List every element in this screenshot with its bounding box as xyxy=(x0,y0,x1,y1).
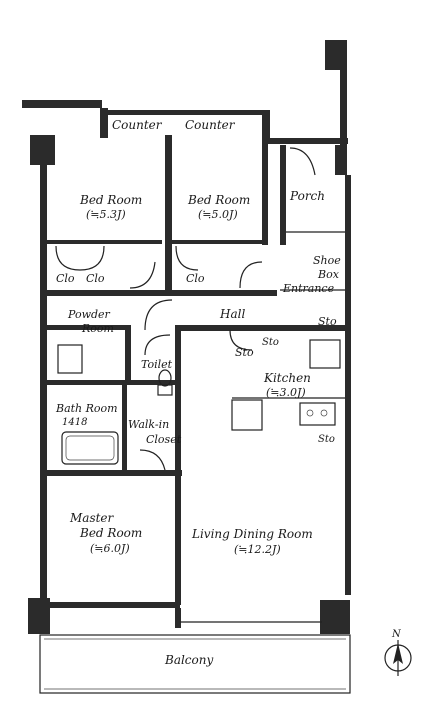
toilet-label: Toilet xyxy=(141,358,173,371)
bed-room-1-label: Bed Room xyxy=(79,193,142,207)
counter-label-right: Counter xyxy=(185,118,236,132)
north-label: N xyxy=(391,629,402,640)
closet-label-1: Clo xyxy=(56,272,75,285)
master-bed-room-label-line2: Bed Room xyxy=(79,526,142,540)
storage-label-2: Sto xyxy=(262,337,279,348)
bath-room-model: 1418 xyxy=(62,417,87,428)
storage-label-1: Sto xyxy=(318,315,337,328)
living-dining-room-size: (≒12.2J) xyxy=(234,543,281,556)
living-dining-room-label: Living Dining Room xyxy=(191,527,313,541)
storage-label-3: Sto xyxy=(235,346,254,359)
fixtures xyxy=(57,339,341,465)
interior-walls xyxy=(47,135,345,605)
walk-in-closet-label-line1: Walk-in xyxy=(128,418,169,431)
kitchen-label: Kitchen xyxy=(263,371,311,385)
master-bed-room-size: (≒6.0J) xyxy=(90,542,130,555)
closet-label-3: Clo xyxy=(186,272,205,285)
walk-in-closet-label-line2: Closet xyxy=(146,433,182,446)
kitchen-size: (≒3.0J) xyxy=(266,386,306,399)
balcony xyxy=(39,634,351,694)
balcony-label: Balcony xyxy=(164,653,213,667)
storage-label-4: Sto xyxy=(318,434,335,445)
bed-room-2-size: (≒5.0J) xyxy=(198,208,238,221)
powder-room-label-line2: Room xyxy=(81,322,114,335)
outer-walls xyxy=(22,40,351,634)
entrance-label: Entrance xyxy=(282,282,335,295)
master-bed-room-label-line1: Master xyxy=(69,511,115,525)
door-swings xyxy=(55,147,316,471)
bath-room-label: Bath Room xyxy=(55,402,118,415)
bed-room-2-label: Bed Room xyxy=(187,193,250,207)
porch-label: Porch xyxy=(289,189,325,203)
north-compass: N xyxy=(384,629,412,676)
powder-room-label-line1: Powder xyxy=(67,308,111,321)
counter-label-left: Counter xyxy=(112,118,163,132)
closet-label-2: Clo xyxy=(86,272,105,285)
bed-room-1-size: (≒5.3J) xyxy=(86,208,126,221)
shoe-box-label-line1: Shoe xyxy=(313,254,341,267)
shoe-box-label-line2: Box xyxy=(317,268,340,281)
hall-label: Hall xyxy=(219,307,245,321)
